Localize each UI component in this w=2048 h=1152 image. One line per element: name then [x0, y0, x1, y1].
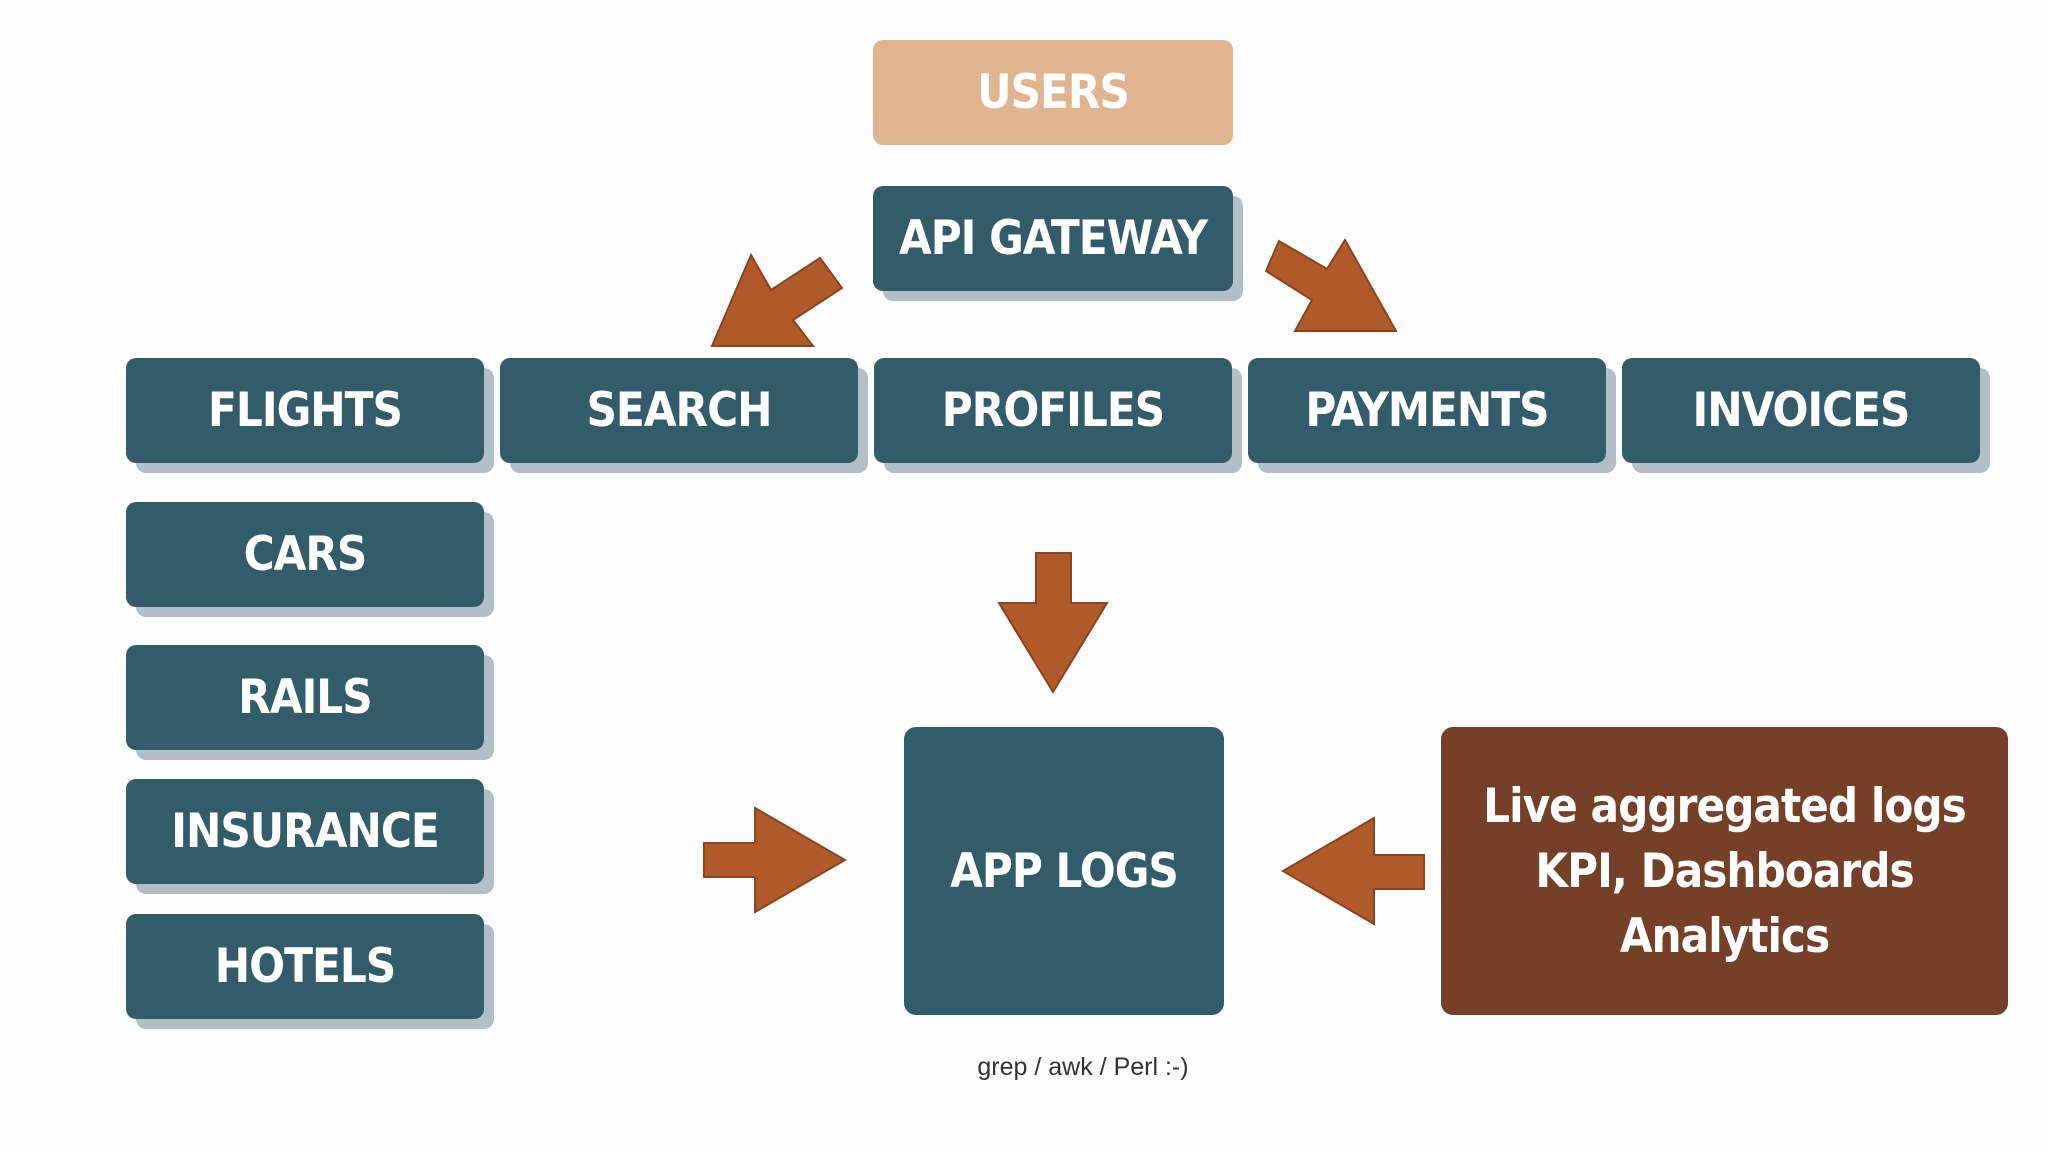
service-hotels: HOTELS	[126, 914, 484, 1019]
analytics-line-1: Live aggregated logs	[1483, 778, 1967, 834]
service-label: PROFILES	[941, 383, 1165, 438]
app-logs-label: APP LOGS	[950, 843, 1179, 899]
analytics-line-2: KPI, Dashboards	[1535, 843, 1914, 899]
users-node: USERS	[873, 40, 1233, 145]
arrow-to-search-icon	[710, 252, 844, 347]
service-label: FLIGHTS	[208, 383, 403, 438]
users-label: USERS	[977, 65, 1130, 120]
service-flights: FLIGHTS	[126, 358, 484, 463]
service-cars: CARS	[126, 502, 484, 607]
service-label: HOTELS	[214, 939, 396, 994]
service-label: INSURANCE	[171, 804, 439, 859]
service-insurance: INSURANCE	[126, 779, 484, 884]
service-label: SEARCH	[586, 383, 772, 438]
analytics-node: Live aggregated logs KPI, Dashboards Ana…	[1441, 727, 2008, 1015]
service-search: SEARCH	[500, 358, 858, 463]
service-invoices: INVOICES	[1622, 358, 1980, 463]
service-label: PAYMENTS	[1305, 383, 1549, 438]
api-gateway-node: API GATEWAY	[873, 186, 1233, 291]
app-logs-node: APP LOGS	[904, 727, 1224, 1015]
arrow-down-to-applogs-icon	[997, 552, 1109, 694]
service-payments: PAYMENTS	[1248, 358, 1606, 463]
service-label: INVOICES	[1692, 383, 1910, 438]
arrow-right-to-applogs-icon	[703, 806, 847, 914]
service-profiles: PROFILES	[874, 358, 1232, 463]
caption: grep / awk / Perl :-)	[977, 1053, 1189, 1081]
analytics-line-3: Analytics	[1619, 908, 1830, 964]
arrow-to-payments-icon	[1264, 238, 1398, 332]
service-rails: RAILS	[126, 645, 484, 750]
api-gateway-label: API GATEWAY	[898, 211, 1208, 266]
service-label: RAILS	[238, 670, 372, 725]
arrow-left-to-applogs-icon	[1281, 816, 1425, 926]
service-label: CARS	[243, 527, 368, 582]
